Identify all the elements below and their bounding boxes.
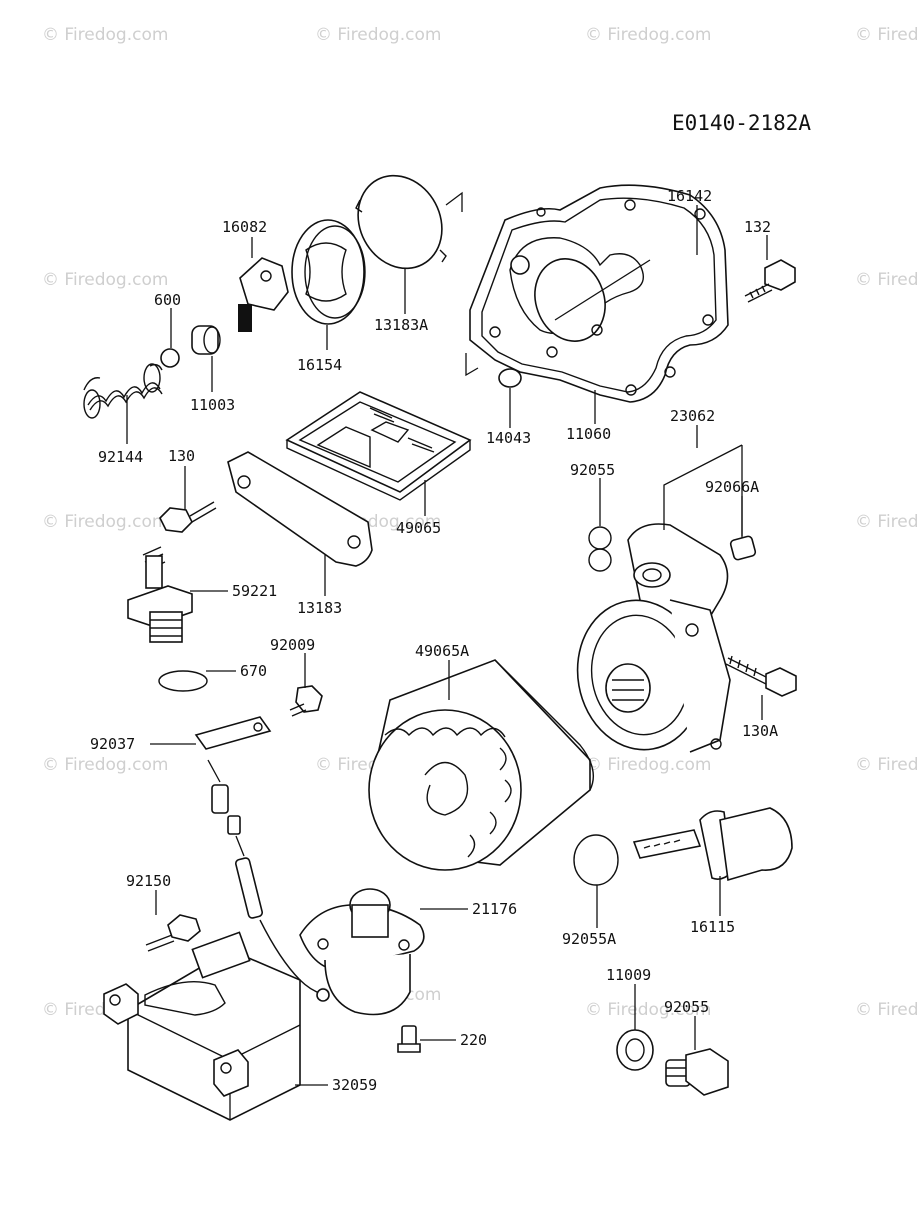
part-drawing-21176 xyxy=(299,888,425,1016)
part-drawing-oil-housing xyxy=(576,599,731,753)
part-drawing-220 xyxy=(397,1025,421,1053)
part-label-32059: 32059 xyxy=(332,1076,377,1094)
part-label-11009: 11009 xyxy=(606,966,651,984)
part-label-92066A: 92066A xyxy=(705,478,759,496)
part-drawing-92150 xyxy=(145,914,201,952)
part-label-21176: 21176 xyxy=(472,900,517,918)
part-label-13183A: 13183A xyxy=(374,316,428,334)
part-label-16154: 16154 xyxy=(297,356,342,374)
part-label-92009: 92009 xyxy=(270,636,315,654)
part-drawing-16115 xyxy=(632,807,793,882)
part-labels: 16142 132 16082 600 16154 13183A 11003 9… xyxy=(90,187,778,1094)
watermark: © Firedog.com xyxy=(42,25,168,45)
part-label-670: 670 xyxy=(240,662,267,680)
part-drawing-92144 xyxy=(83,363,163,419)
part-drawing-13183A xyxy=(355,174,463,270)
part-label-130: 130 xyxy=(168,447,195,465)
watermark: © Firedog.com xyxy=(855,512,917,532)
part-label-11003: 11003 xyxy=(190,396,235,414)
watermark: © Firedog.com xyxy=(585,25,711,45)
part-drawing-92055-top xyxy=(588,526,612,572)
part-label-92055-bottom: 92055 xyxy=(664,998,709,1016)
watermark: © Firedog.com xyxy=(855,1000,917,1020)
watermark: © Firedog.com xyxy=(315,25,441,45)
part-drawing-11003 xyxy=(191,325,221,355)
part-drawing-14043 xyxy=(498,368,522,388)
part-drawing-49065A xyxy=(368,659,594,871)
part-drawing-32059 xyxy=(103,931,301,1121)
diagram-reference-code: E0140-2182A xyxy=(672,111,811,135)
part-drawing-92055-bottom xyxy=(665,1048,729,1096)
part-label-16115: 16115 xyxy=(690,918,735,936)
watermark: © Firedog.com xyxy=(585,1000,711,1020)
leader-lines xyxy=(126,205,768,1086)
part-label-130A: 130A xyxy=(742,722,778,740)
watermark: © Firedog.com xyxy=(585,755,711,775)
watermark: © Firedog.com xyxy=(855,25,917,45)
part-drawing-130 xyxy=(159,501,217,533)
part-label-59221: 59221 xyxy=(232,582,277,600)
part-drawing-92009 xyxy=(289,685,323,717)
part-drawing-16154 xyxy=(291,219,366,325)
part-label-49065: 49065 xyxy=(396,519,441,537)
part-drawing-49065 xyxy=(285,391,472,501)
watermark: © Firedog.com xyxy=(42,755,168,775)
part-drawing-92037 xyxy=(194,716,323,995)
watermark: © Firedog.com xyxy=(855,755,917,775)
part-drawing-132 xyxy=(744,259,796,303)
part-label-11060: 11060 xyxy=(566,425,611,443)
part-drawing-130A xyxy=(725,655,797,697)
part-drawing-16142-11060 xyxy=(465,184,729,403)
part-label-16082: 16082 xyxy=(222,218,267,236)
part-drawing-13183 xyxy=(227,451,373,567)
part-label-92037: 92037 xyxy=(90,735,135,753)
part-label-92144: 92144 xyxy=(98,448,143,466)
part-drawing-92066A xyxy=(729,535,757,561)
part-label-14043: 14043 xyxy=(486,429,531,447)
part-label-92055-top: 92055 xyxy=(570,461,615,479)
part-drawing-16082 xyxy=(238,257,289,332)
part-label-13183: 13183 xyxy=(297,599,342,617)
watermark: © Firedog.com xyxy=(42,270,168,290)
part-drawing-670 xyxy=(158,670,208,692)
watermark: © Firedog.com xyxy=(42,512,168,532)
part-label-132: 132 xyxy=(744,218,771,236)
watermark: © Firedog.com xyxy=(855,270,917,290)
part-drawing-59221 xyxy=(127,546,193,643)
part-drawing-92055A xyxy=(573,834,619,886)
part-drawing-600 xyxy=(160,348,180,368)
part-label-600: 600 xyxy=(154,291,181,309)
part-drawing-11009 xyxy=(616,1029,654,1071)
part-label-92055A: 92055A xyxy=(562,930,616,948)
part-label-16142: 16142 xyxy=(667,187,712,205)
part-label-23062: 23062 xyxy=(670,407,715,425)
part-label-220: 220 xyxy=(460,1031,487,1049)
part-label-92150: 92150 xyxy=(126,872,171,890)
part-label-49065A: 49065A xyxy=(415,642,469,660)
